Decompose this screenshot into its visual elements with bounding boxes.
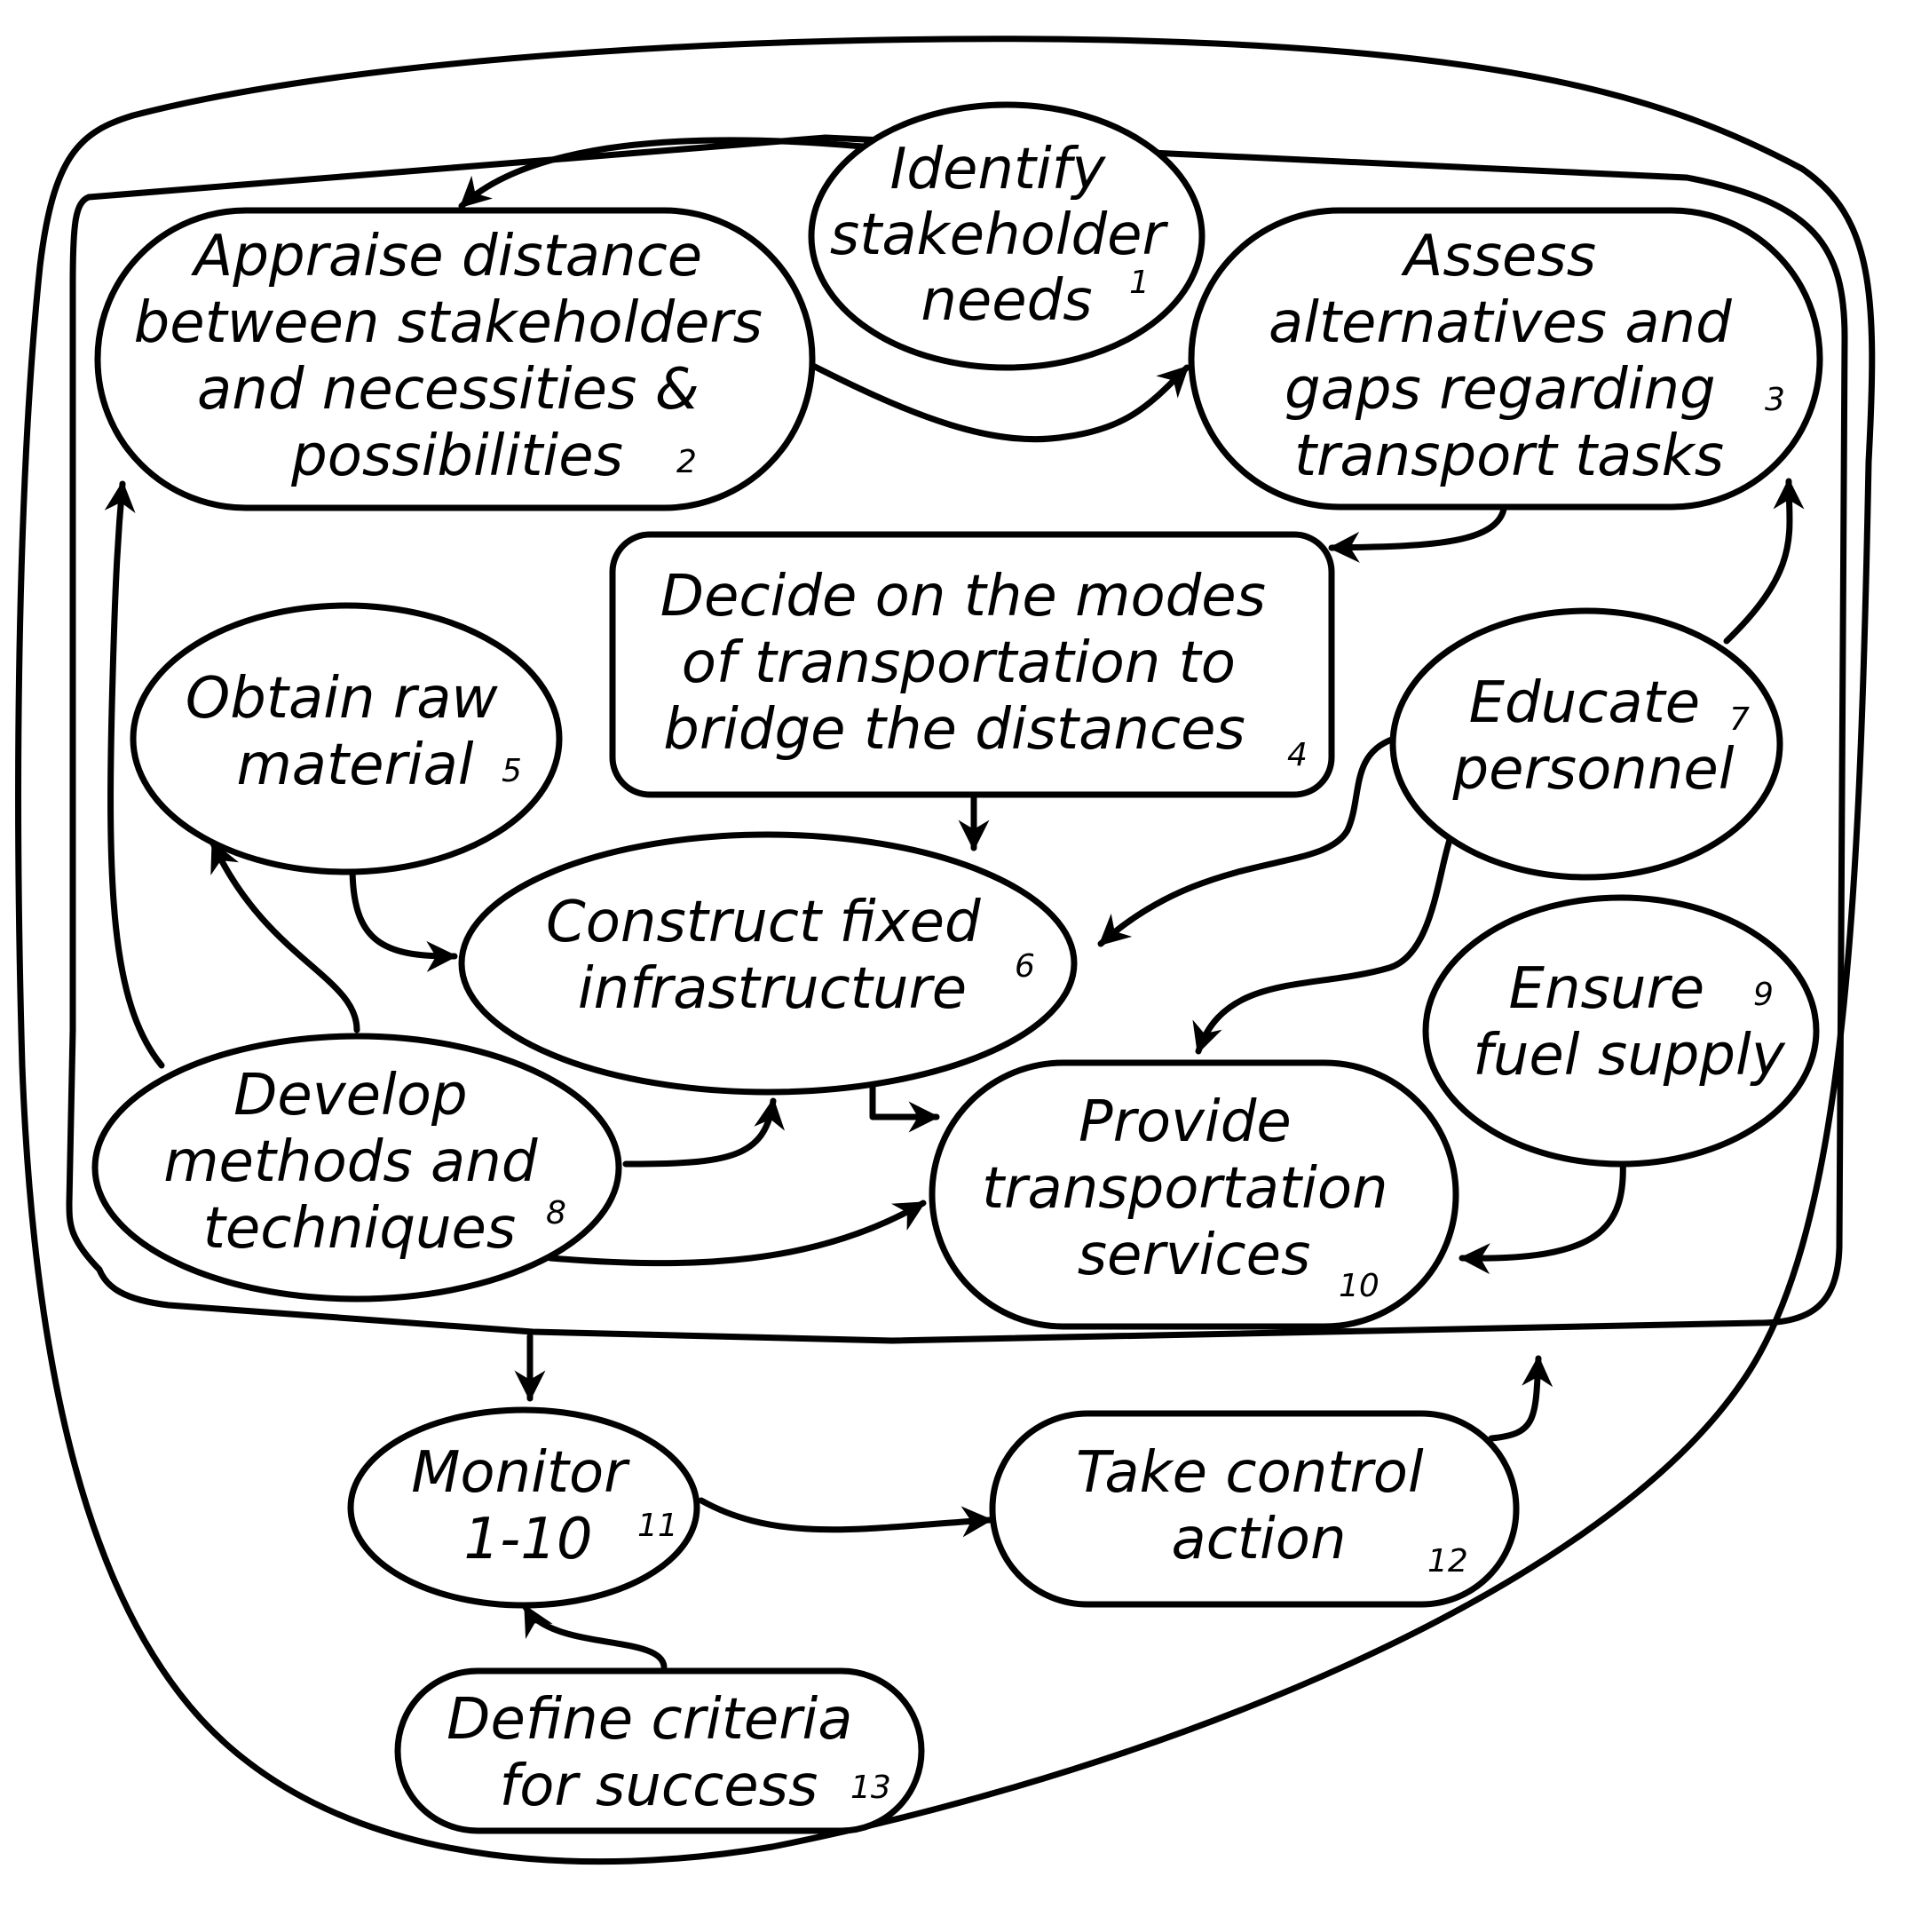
edge-7-to-10	[1192, 831, 1455, 1055]
node-1-label: Identify stakeholder needs	[830, 137, 1183, 334]
node-4-shape	[609, 531, 1335, 798]
edge-3-to-4	[1328, 498, 1508, 563]
node-4-number: 4	[1287, 737, 1308, 773]
node-11-label: Monitor 1-10	[411, 1440, 645, 1572]
edge-9-to-10	[1459, 1155, 1626, 1275]
node-6-shape	[458, 831, 1078, 1096]
node-9-label: Ensure fuel supply	[1473, 956, 1786, 1089]
edges	[104, 137, 1805, 1670]
node-6-number: 6	[1015, 948, 1035, 985]
node-12-number: 12	[1427, 1543, 1468, 1580]
node-8-shape	[91, 1033, 622, 1303]
node-12: Take control action 12	[989, 1410, 1520, 1608]
node-12-label: Take control action	[1076, 1440, 1442, 1572]
node-3-number: 3	[1765, 382, 1785, 418]
node-13-shape	[394, 1667, 925, 1834]
node-10-shape	[929, 1059, 1459, 1330]
edge-2-to-3	[806, 360, 1190, 443]
edge-12-to-group	[1488, 1355, 1553, 1442]
node-4: Decide on the modes of transportation to…	[609, 531, 1335, 798]
node-7: Educate personnel 7	[1389, 607, 1783, 881]
edge-7-to-3	[1723, 478, 1805, 645]
node-13-label: Define criteria for success	[447, 1687, 871, 1819]
node-2: Appraise distance between stakeholders a…	[94, 207, 816, 511]
node-10-label: Provide transportation services	[982, 1089, 1406, 1288]
edge-6-to-10	[869, 1080, 940, 1133]
edge-11-to-12	[698, 1497, 993, 1538]
node-6-label: Construct fixed infrastructure	[546, 890, 999, 1022]
edge-1-to-2	[458, 137, 866, 210]
node-3-label: Assess alternatives and gaps regarding t…	[1269, 224, 1750, 489]
node-5-number: 5	[502, 753, 522, 789]
edge-5-to-6	[349, 863, 458, 972]
node-11-shape	[347, 1406, 700, 1609]
node-3-shape	[1188, 207, 1823, 511]
edge-8-to-5	[209, 840, 360, 1033]
node-7-label: Educate personnel	[1451, 670, 1734, 803]
edge-8-to-10	[547, 1200, 927, 1267]
node-8-number: 8	[546, 1195, 566, 1231]
node-13: Define criteria for success 13	[394, 1667, 925, 1834]
node-2-number: 2	[676, 444, 697, 480]
outer-boundary	[15, 36, 1876, 1865]
node-2-label: Appraise distance between stakeholders a…	[134, 224, 781, 489]
node-1-shape	[808, 101, 1206, 371]
node-7-shape	[1389, 607, 1783, 881]
node-1-number: 1	[1129, 265, 1150, 301]
node-2-shape	[94, 207, 816, 511]
node-8-label: Develop methods and techniques	[163, 1063, 556, 1262]
node-8: Develop methods and techniques 8	[91, 1033, 622, 1303]
node-5-label: Obtain raw material	[186, 666, 516, 798]
node-10: Provide transportation services 10	[929, 1059, 1459, 1330]
edge-8-to-2	[104, 480, 165, 1069]
node-4-label: Decide on the modes of transportation to…	[660, 564, 1285, 763]
node-9: Ensure fuel supply 9	[1422, 894, 1820, 1168]
node-12-shape	[989, 1410, 1520, 1608]
node-5: Obtain raw material 5	[130, 602, 563, 875]
node-6: Construct fixed infrastructure 6	[458, 831, 1078, 1096]
node-1: Identify stakeholder needs 1	[808, 101, 1206, 371]
edge-8-to-6	[622, 1097, 785, 1168]
node-11-number: 11	[637, 1508, 678, 1544]
node-11: Monitor 1-10 11	[347, 1406, 700, 1609]
node-7-number: 7	[1729, 701, 1750, 738]
node-9-number: 9	[1753, 977, 1774, 1013]
node-10-number: 10	[1339, 1268, 1379, 1304]
node-13-number: 13	[850, 1770, 891, 1806]
inner-group-boundary	[66, 134, 1848, 1344]
node-5-shape	[130, 602, 563, 875]
edge-7-to-6	[1097, 735, 1397, 947]
edge-13-to-11	[522, 1603, 668, 1670]
node-9-shape	[1422, 894, 1820, 1168]
node-3: Assess alternatives and gaps regarding t…	[1188, 207, 1823, 511]
